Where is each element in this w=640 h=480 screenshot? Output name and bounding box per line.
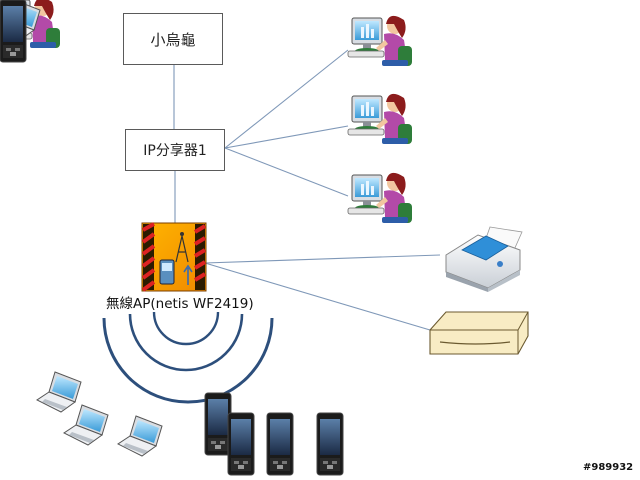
access-point-icon — [141, 222, 207, 292]
link-router-pc1 — [224, 49, 349, 149]
connection-lines — [173, 49, 441, 331]
phone-icon — [0, 0, 27, 63]
access-point-label: 無線AP(netis WF2419) — [106, 296, 254, 312]
wifi-arc-large — [102, 317, 274, 404]
wifi-arc-medium — [128, 313, 244, 372]
watermark: #989932 — [583, 462, 634, 473]
top-node-box: 小烏龜 — [123, 13, 223, 65]
link-ap-printer — [204, 254, 441, 264]
router-node-box: IP分享器1 — [125, 129, 225, 171]
link-router-pc2 — [224, 125, 349, 149]
wifi-arc-small — [152, 311, 220, 346]
wifi-signal-arcs — [102, 311, 274, 404]
router-node-label: IP分享器1 — [143, 143, 207, 159]
printer-icon — [445, 226, 523, 292]
top-node-label: 小烏龜 — [150, 30, 196, 49]
link-ap-scanner — [204, 262, 431, 331]
scanner-icon — [429, 311, 529, 355]
link-router-pc3 — [224, 147, 349, 197]
